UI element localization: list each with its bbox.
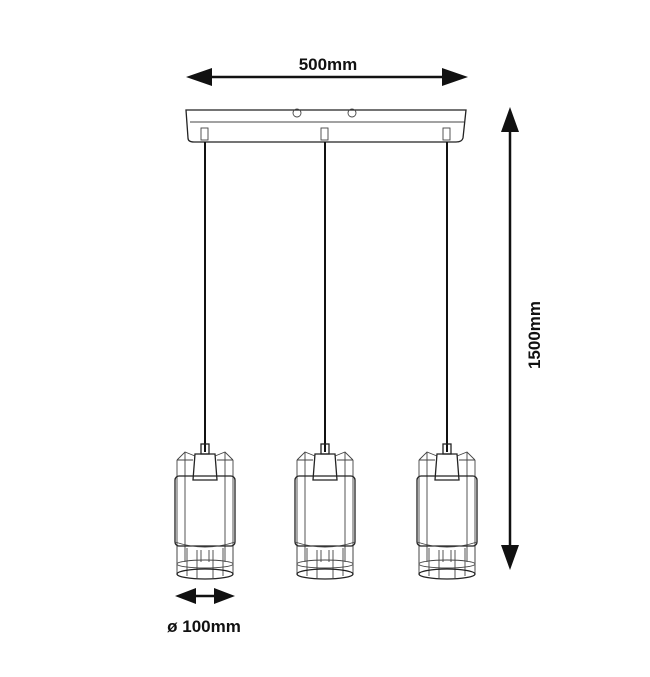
- height-dimension-arrow: [501, 107, 519, 570]
- lamp-shade-right: [416, 443, 478, 580]
- lamp-shade-left: [174, 443, 236, 580]
- width-dimension-arrow: [186, 68, 468, 86]
- lamp-shade-center: [294, 443, 356, 580]
- diameter-label: ø 100mm: [167, 617, 241, 636]
- diameter-dimension-arrow: [175, 588, 235, 604]
- width-label: 500mm: [299, 55, 358, 74]
- cables: [204, 142, 448, 452]
- ceiling-canopy: [185, 108, 467, 143]
- height-label: 1500mm: [525, 301, 544, 369]
